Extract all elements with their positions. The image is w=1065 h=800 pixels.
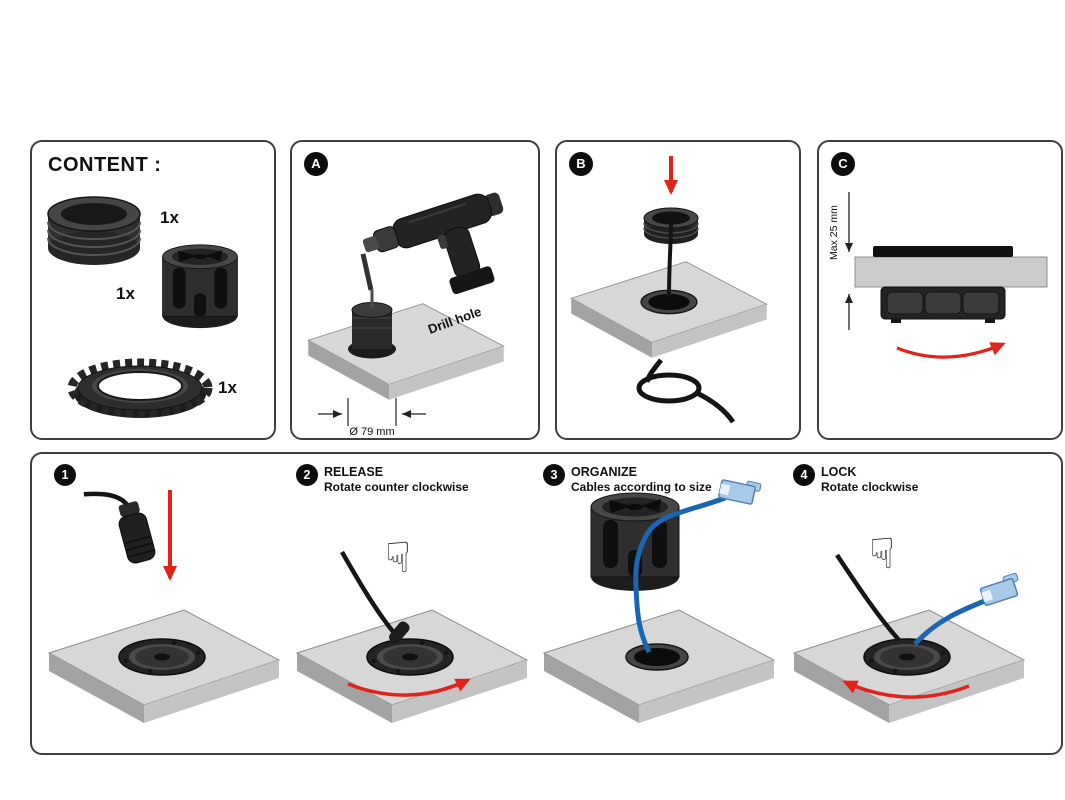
ethernet-cable	[633, 495, 726, 654]
drill-illustration: Drill hole Ø 79 mm	[307, 192, 505, 438]
step-3-badge: 3	[543, 464, 565, 486]
step-1: 1	[42, 460, 287, 754]
rotate-cw-arrow-icon	[842, 680, 970, 699]
step-2-subtitle: Rotate counter clockwise	[324, 480, 469, 494]
grommet	[366, 638, 454, 676]
panel-a-badge: A	[304, 152, 328, 176]
step-2-title: RELEASE	[324, 465, 384, 479]
power-plug	[83, 491, 156, 564]
diameter-dimension: Ø 79 mm	[318, 398, 426, 438]
step-3-subtitle: Cables according to size	[571, 480, 712, 494]
cable	[667, 221, 673, 297]
cable-cage-part	[162, 244, 238, 329]
content-title: CONTENT :	[48, 154, 162, 176]
step-4-subtitle: Rotate clockwise	[821, 480, 919, 494]
qty-lock-ring: 1x	[218, 378, 237, 397]
step-2-badge: 2	[296, 464, 318, 486]
steps-panel: 1 2 RELEASE Rotate counter clockwise	[30, 452, 1063, 755]
threaded-sleeve-part	[47, 196, 141, 265]
drill-bit	[360, 253, 374, 291]
panel-mounting-side-view: C Max 25 mm	[817, 140, 1063, 440]
rotate-ccw-arrow-icon	[347, 678, 471, 697]
insert-illustration	[570, 156, 768, 424]
step-1-badge: 1	[54, 464, 76, 486]
rj45-connector	[718, 479, 762, 505]
side-view-illustration: Max 25 mm	[828, 192, 1048, 359]
step-3: 3 ORGANIZE Cables according to size	[537, 460, 785, 754]
content-panel: CONTENT :	[30, 140, 276, 440]
step-4-illustration: ☟	[793, 529, 1025, 724]
cable-boot	[389, 621, 410, 644]
panel-c-badge: C	[831, 152, 855, 176]
ethernet-cable	[913, 597, 988, 646]
qty-threaded-sleeve: 1x	[160, 208, 179, 227]
step-4: 4 LOCK Rotate clockwise ☟	[787, 460, 1059, 754]
step-1-illustration	[48, 490, 280, 724]
max-thickness-label: Max 25 mm	[828, 205, 840, 260]
panel-insert-sleeve: B	[555, 140, 801, 440]
step-2-illustration: ☟	[296, 533, 528, 724]
hole-saw	[348, 290, 396, 359]
step-2: 2 RELEASE Rotate counter clockwise ☟	[290, 460, 535, 754]
mounted-unit	[873, 246, 1013, 323]
content-illustration	[47, 196, 238, 418]
grommet	[118, 638, 206, 676]
step-3-illustration	[543, 479, 775, 724]
panel-drill-hole: A	[290, 140, 540, 440]
hand-point-down-icon: ☟	[869, 529, 895, 578]
coiled-cable	[636, 358, 736, 424]
lock-ring-part	[67, 358, 213, 418]
thickness-dimension: Max 25 mm	[828, 192, 853, 330]
step-4-title: LOCK	[821, 465, 857, 479]
hand-point-down-icon: ☟	[385, 533, 411, 582]
rotate-arrow-icon	[896, 342, 1006, 359]
cordless-drill	[362, 192, 504, 295]
qty-cable-cage: 1x	[116, 284, 135, 303]
cable	[835, 553, 901, 642]
panel-b-badge: B	[569, 152, 593, 176]
grommet	[863, 638, 951, 676]
diameter-label: Ø 79 mm	[349, 426, 394, 438]
rj45-connector	[979, 572, 1019, 607]
step-3-title: ORGANIZE	[571, 465, 637, 479]
step-4-badge: 4	[793, 464, 815, 486]
desk-slab	[854, 256, 1048, 288]
desk-hole	[625, 643, 689, 671]
